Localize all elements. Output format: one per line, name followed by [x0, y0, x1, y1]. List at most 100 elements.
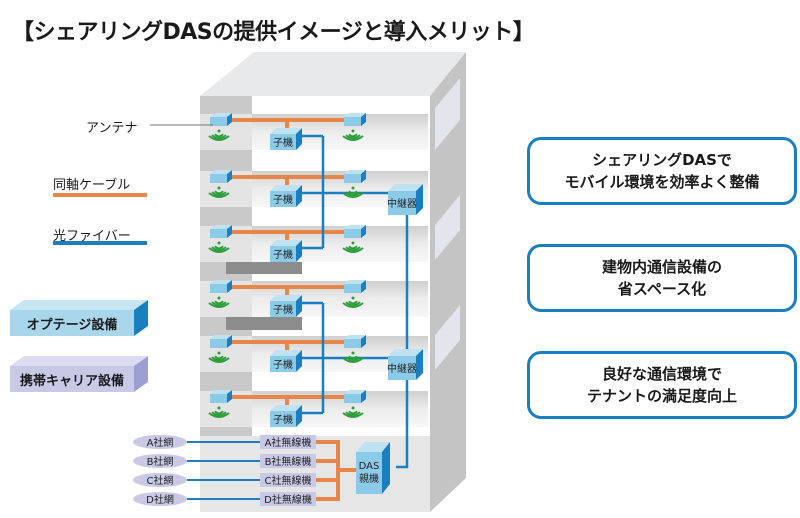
antenna-front	[210, 117, 227, 126]
carrier-radio	[260, 454, 316, 468]
carrier-network	[133, 492, 187, 506]
repeater-label: 中継器	[387, 362, 417, 375]
carrier-network	[133, 454, 187, 468]
repeater-front	[388, 356, 416, 380]
carrier-network-label: B社網	[147, 455, 174, 468]
fiber-legend-line	[53, 241, 147, 245]
radio-wave-icon	[211, 356, 227, 362]
carrier-radio	[260, 435, 316, 449]
antenna-side	[227, 280, 232, 293]
radio-wave-icon	[345, 356, 361, 362]
slave-unit-label: 子機	[273, 136, 293, 149]
merit-2-line2: 省スペース化	[617, 280, 707, 298]
slave-unit: 子機	[270, 295, 302, 317]
antenna-side	[361, 225, 366, 238]
slave-unit: 子機	[270, 240, 302, 262]
radio-wave-icon	[208, 412, 230, 418]
merit-2-line1: 建物内通信設備の	[601, 258, 722, 276]
antenna	[208, 113, 232, 141]
wave-dot	[351, 351, 355, 355]
carrier-network-label: C社網	[147, 474, 174, 487]
fiber-main-trunk	[396, 200, 409, 469]
radio-wave-icon	[348, 410, 358, 415]
antenna-front	[210, 394, 227, 403]
carrier-equipment-legend: 携帯キャリア設備	[10, 356, 148, 392]
building-roof	[200, 52, 466, 96]
radio-wave-icon	[214, 245, 224, 250]
radio-wave-icon	[214, 133, 224, 138]
antenna	[342, 225, 366, 253]
repeater: 中継器	[387, 349, 423, 380]
carrier-radio-label: D社無線機	[264, 493, 312, 506]
antenna	[208, 170, 232, 198]
repeater-side	[416, 184, 423, 215]
repeater: 中継器	[387, 184, 423, 215]
slave-unit-side	[296, 350, 302, 372]
antenna-front	[210, 174, 227, 183]
slave-unit-front	[270, 191, 296, 207]
merit-box-1: シェアリングDASで モバイル環境を効率よく整備	[527, 137, 797, 205]
antenna-top	[210, 280, 232, 284]
side-window	[435, 195, 460, 260]
side-window	[435, 78, 460, 150]
wave-dot	[351, 406, 355, 410]
slave-unit-top	[270, 350, 302, 356]
slave-unit-top	[270, 185, 302, 191]
radio-wave-icon	[342, 357, 364, 363]
antenna-front	[344, 174, 361, 183]
radio-wave-icon	[348, 355, 358, 360]
wave-dot	[217, 406, 221, 410]
radio-wave-icon	[208, 302, 230, 308]
das-front	[356, 452, 382, 494]
antenna	[342, 113, 366, 141]
antenna-side	[227, 170, 232, 183]
slave-unit-top	[270, 295, 302, 301]
wave-dot	[217, 129, 221, 133]
antenna-top	[210, 390, 232, 394]
slave-unit-label: 子機	[273, 413, 293, 426]
wave-dot	[351, 241, 355, 245]
antenna	[208, 225, 232, 253]
antenna-side	[227, 113, 232, 126]
optage-equipment-legend: オプテージ設備	[10, 300, 148, 336]
carrier-radio-label: C社無線機	[265, 474, 312, 487]
wave-dot	[217, 241, 221, 245]
slave-unit-top	[270, 128, 302, 134]
antenna	[208, 335, 232, 363]
radio-wave-icon	[345, 246, 361, 252]
das-top	[356, 442, 390, 452]
slave-unit-front	[270, 411, 296, 427]
antenna	[342, 335, 366, 363]
merit-1-line1: シェアリングDASで	[592, 151, 732, 169]
fiber-label: 光ファイバー	[53, 229, 131, 244]
radio-wave-icon	[211, 411, 227, 417]
carrier-network-label: A社網	[147, 436, 174, 449]
slave-unit-side	[296, 405, 302, 427]
slave-unit-front	[270, 134, 296, 150]
wave-dot	[217, 351, 221, 355]
antenna-top	[210, 113, 232, 117]
merit-3-line1: 良好な通信環境で	[601, 365, 722, 383]
das-side	[382, 442, 390, 494]
slave-unit-side	[296, 295, 302, 317]
building-side-face	[430, 52, 466, 512]
optage-slab-shape	[10, 300, 148, 336]
slave-unit-side	[296, 185, 302, 207]
slave-unit: 子機	[270, 405, 302, 427]
radio-wave-icon	[342, 192, 364, 198]
antenna-top	[344, 170, 366, 174]
wave-dot	[351, 186, 355, 190]
antenna	[208, 280, 232, 308]
coax-cable-label: 同軸ケーブル	[53, 178, 131, 193]
antenna-front	[344, 229, 361, 238]
slave-unit-front	[270, 301, 296, 317]
radio-wave-icon	[208, 357, 230, 363]
slave-unit: 子機	[270, 185, 302, 207]
wave-dot	[217, 186, 221, 190]
antenna	[342, 280, 366, 308]
radio-wave-icon	[342, 302, 364, 308]
radio-wave-icon	[214, 410, 224, 415]
antenna-front	[344, 394, 361, 403]
antenna-front	[344, 339, 361, 348]
